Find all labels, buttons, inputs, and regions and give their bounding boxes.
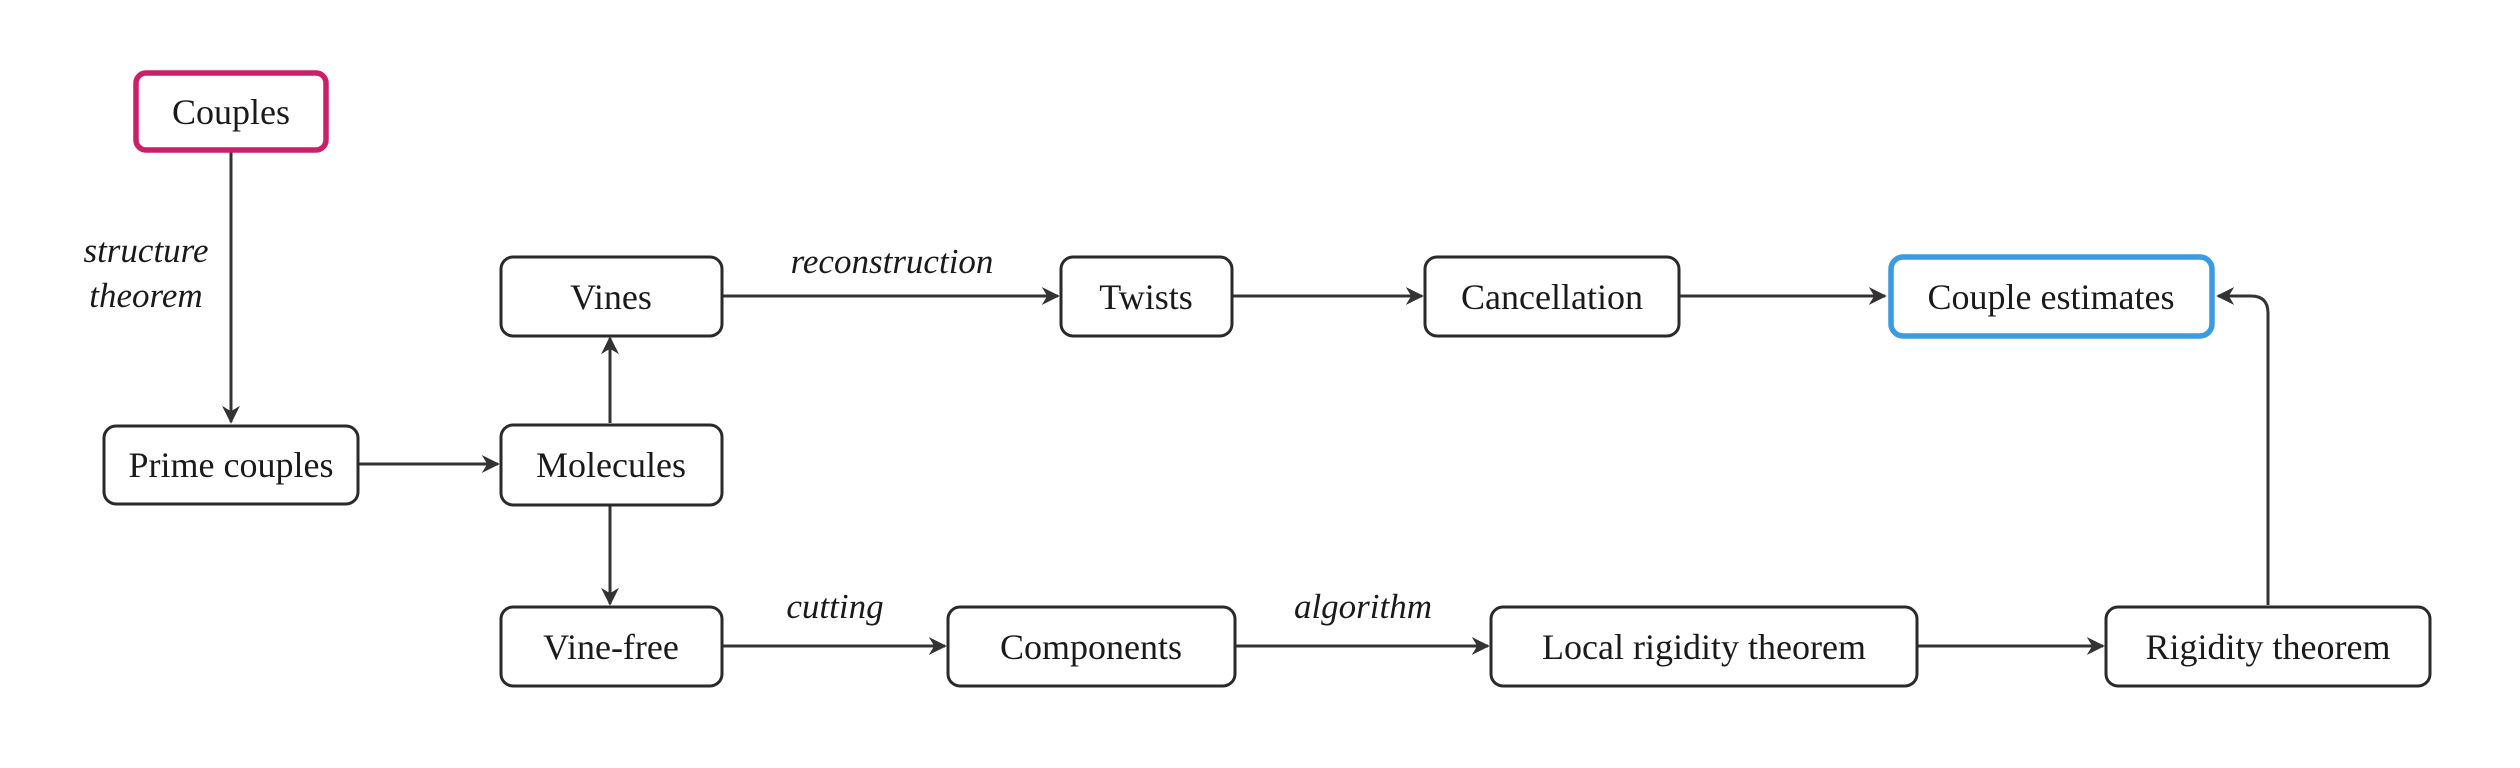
edge-rigidity-to-couple-estimates: [2216, 287, 2270, 605]
node-prime-couples-label: Prime couples: [129, 445, 334, 485]
node-vines-label: Vines: [570, 277, 652, 317]
node-couples-label: Couples: [172, 92, 290, 132]
node-components: Components: [946, 605, 1237, 688]
edges: [222, 151, 2270, 655]
edge-label-theorem: theorem: [89, 276, 202, 315]
node-rigidity-theorem-label: Rigidity theorem: [2146, 627, 2391, 667]
node-molecules-label: Molecules: [536, 445, 686, 485]
node-components-label: Components: [1000, 627, 1182, 667]
node-twists: Twists: [1059, 255, 1234, 338]
edge-labels: structure theorem reconstruction cutting…: [83, 231, 1432, 626]
node-couple-estimates-label: Couple estimates: [1928, 277, 2175, 317]
node-couple-estimates: Couple estimates: [1888, 254, 2215, 339]
node-rigidity-theorem: Rigidity theorem: [2104, 605, 2432, 688]
node-couples: Couples: [133, 70, 329, 153]
node-vine-free-label: Vine-free: [543, 627, 679, 667]
node-vine-free: Vine-free: [499, 605, 724, 688]
node-prime-couples: Prime couples: [102, 424, 360, 506]
edge-label-cutting: cutting: [786, 587, 883, 626]
node-cancellation-label: Cancellation: [1461, 277, 1643, 317]
edge-label-reconstruction: reconstruction: [791, 242, 994, 281]
node-vines: Vines: [499, 255, 724, 338]
node-cancellation: Cancellation: [1423, 255, 1681, 338]
node-molecules: Molecules: [499, 423, 724, 507]
edge-label-algorithm: algorithm: [1294, 587, 1432, 626]
node-local-rigidity-theorem-label: Local rigidity theorem: [1542, 627, 1866, 667]
edge-label-structure: structure: [83, 231, 208, 270]
node-local-rigidity-theorem: Local rigidity theorem: [1489, 605, 1919, 688]
node-twists-label: Twists: [1099, 277, 1193, 317]
